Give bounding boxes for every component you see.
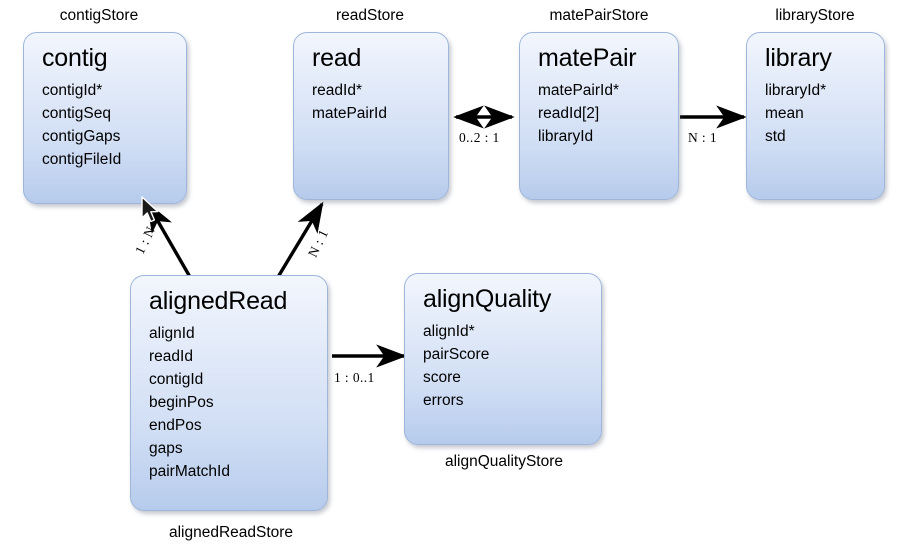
- field: errors: [423, 392, 464, 409]
- field: endPos: [149, 417, 202, 434]
- entity-alignquality-title: alignQuality: [423, 285, 552, 313]
- entity-library[interactable]: library libraryId* mean std: [746, 32, 885, 200]
- field: contigSeq: [42, 105, 111, 122]
- entity-contig-title: contig: [42, 44, 108, 72]
- store-label-readstore: readStore: [335, 7, 405, 24]
- field: libraryId*: [765, 82, 827, 99]
- field: contigGaps: [42, 128, 121, 145]
- field: contigId: [149, 371, 204, 388]
- entity-alignquality[interactable]: alignQuality alignId* pairScore score er…: [404, 273, 602, 445]
- store-label-alignedreadstore: alignedReadStore: [168, 524, 294, 541]
- field: readId[2]: [538, 105, 600, 122]
- entity-read-title: read: [312, 44, 362, 72]
- entity-alignedread[interactable]: alignedRead alignId readId contigId begi…: [130, 275, 328, 511]
- entity-alignquality-fields: alignId* pairScore score errors: [423, 320, 601, 412]
- store-label-alignqualitystore: alignQualityStore: [444, 453, 564, 470]
- entity-contig-fields: contigId* contigSeq contigGaps contigFil…: [42, 79, 186, 171]
- store-label-librarystore: libraryStore: [775, 7, 855, 24]
- field: matePairId*: [538, 82, 619, 99]
- store-label-matepairstore: matePairStore: [549, 7, 649, 24]
- entity-contig[interactable]: contig contigId* contigSeq contigGaps co…: [23, 32, 187, 204]
- edge-label-alignedread-read: N : 1: [305, 226, 332, 260]
- edge-label-alignedread-alignquality: 1 : 0..1: [334, 370, 375, 385]
- field: libraryId: [538, 128, 594, 145]
- edge-label-read-matepair: 0..2 : 1: [459, 130, 500, 145]
- entity-matepair-title: matePair: [538, 44, 637, 72]
- entity-matepair-fields: matePairId* readId[2] libraryId: [538, 79, 678, 148]
- entity-library-title: library: [765, 44, 832, 72]
- entity-alignedread-title: alignedRead: [149, 287, 288, 315]
- field: contigId*: [42, 82, 103, 99]
- field: alignId*: [423, 323, 475, 340]
- entity-read-fields: readId* matePairId: [312, 79, 448, 125]
- store-label-contigstore: contigStore: [59, 7, 139, 24]
- entity-matepair[interactable]: matePair matePairId* readId[2] libraryId: [519, 32, 679, 200]
- field: gaps: [149, 440, 183, 457]
- field: beginPos: [149, 394, 214, 411]
- edge-label-alignedread-contig: 1 : N: [132, 223, 159, 257]
- field: matePairId: [312, 105, 387, 122]
- edge-label-matepair-library: N : 1: [688, 130, 717, 145]
- field: pairMatchId: [149, 463, 230, 480]
- field: score: [423, 369, 461, 386]
- field: contigFileId: [42, 151, 122, 168]
- field: pairScore: [423, 346, 490, 363]
- field: readId*: [312, 82, 362, 99]
- field: std: [765, 128, 786, 145]
- entity-library-fields: libraryId* mean std: [765, 79, 884, 148]
- entity-alignedread-fields: alignId readId contigId beginPos endPos …: [149, 322, 327, 483]
- field: readId: [149, 348, 193, 365]
- field: mean: [765, 105, 804, 122]
- entity-read[interactable]: read readId* matePairId: [293, 32, 449, 200]
- field: alignId: [149, 325, 195, 342]
